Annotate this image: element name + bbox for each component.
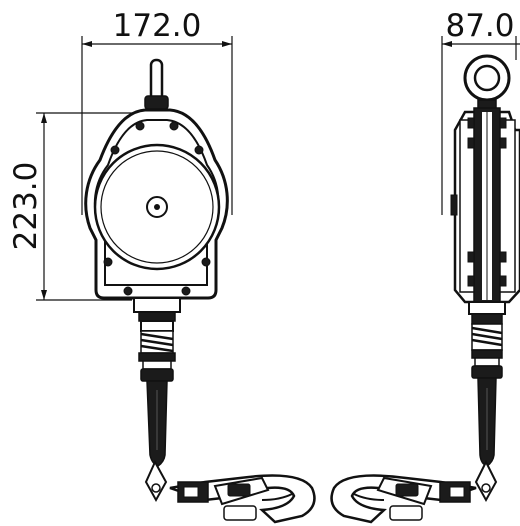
side-view-device	[450, 54, 520, 503]
housing-bolts	[103, 121, 211, 296]
snap-hook-front	[169, 474, 316, 524]
shock-spring-front	[140, 330, 174, 354]
side-bolts	[467, 117, 507, 287]
height-front-label: 223.0	[8, 162, 44, 251]
dimension-width-front: 172.0	[81, 8, 233, 215]
shock-spring-side	[471, 323, 503, 351]
dimension-width-side: 87.0	[441, 8, 520, 215]
width-side-label: 87.0	[445, 8, 514, 44]
snap-hook-side	[330, 474, 477, 524]
width-front-label: 172.0	[113, 8, 202, 44]
dimension-height-front: 223.0	[8, 112, 140, 301]
front-view-device	[84, 58, 229, 503]
